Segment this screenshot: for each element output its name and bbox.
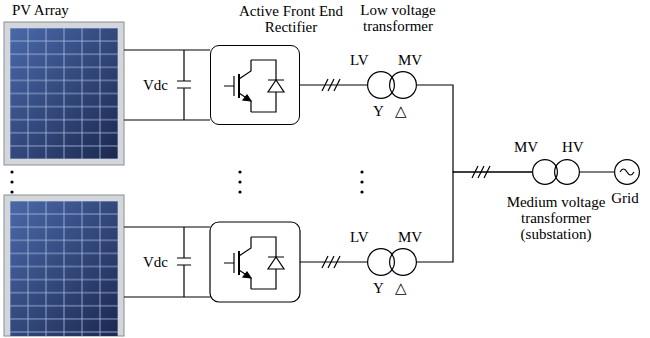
rectifier-box: Active Front End Rectifier xyxy=(210,45,300,125)
node-caption: Medium voltage transformer (substation) xyxy=(500,194,612,242)
pv-array: PV Array xyxy=(4,22,124,165)
grid-source: Grid xyxy=(614,159,640,185)
transformer-circles xyxy=(367,248,417,276)
node-title: Low voltage transformer xyxy=(348,2,448,34)
transformer-circles xyxy=(532,159,580,185)
winding-symbol: Y xyxy=(373,280,384,296)
winding-label: HV xyxy=(562,139,584,155)
connector-wire xyxy=(417,172,532,262)
winding-symbol: △ xyxy=(395,103,407,119)
node-title: Grid xyxy=(603,190,647,206)
pv-panel-picture xyxy=(4,22,124,336)
connector-wire xyxy=(417,85,532,172)
wiring xyxy=(124,50,490,302)
winding-label: MV xyxy=(514,139,538,155)
igbt-diode-symbol xyxy=(224,60,284,112)
connector-wire xyxy=(580,172,614,173)
transformer-symbol: Low voltage transformerLVMV xyxy=(367,71,417,99)
node-title: Active Front End Rectifier xyxy=(231,3,351,35)
winding-label: LV xyxy=(350,52,369,68)
connector-wire xyxy=(300,85,367,86)
winding-label: LV xyxy=(350,229,369,245)
transformer-symbol: LVMV xyxy=(367,248,417,276)
winding-label: MV xyxy=(398,52,422,68)
grid-symbol xyxy=(614,159,640,185)
winding-symbol: △ xyxy=(395,280,407,296)
winding-label: MV xyxy=(398,229,422,245)
voltage-label: Vdc xyxy=(143,254,168,270)
connector-wire xyxy=(124,50,210,51)
igbt-diode-symbol xyxy=(224,237,284,289)
continuation-dots xyxy=(10,170,363,193)
voltage-label: Vdc xyxy=(143,77,168,93)
transformer-symbol: MVHVMedium voltage transformer (substati… xyxy=(532,159,580,185)
winding-symbol: Y xyxy=(373,103,384,119)
node-title: PV Array xyxy=(12,2,69,18)
transformer-circles xyxy=(367,71,417,99)
